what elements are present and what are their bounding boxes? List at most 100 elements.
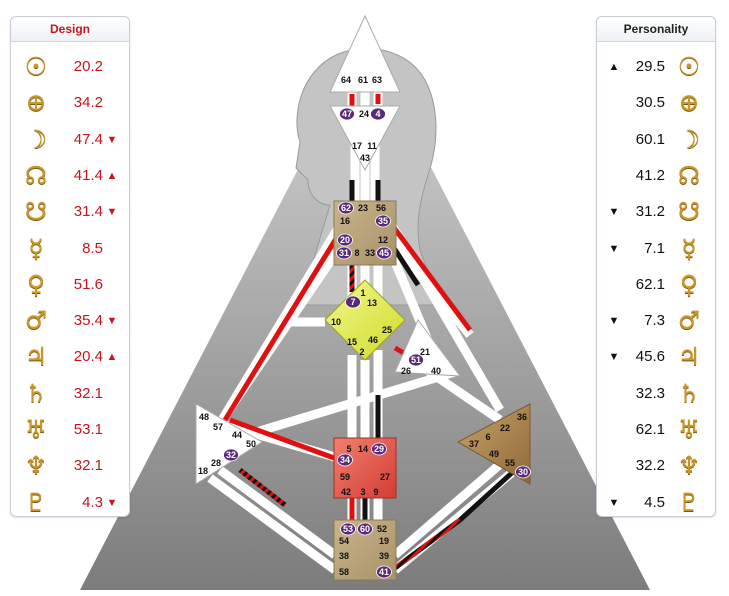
design-value: 34.2 bbox=[73, 94, 103, 112]
design-value: 47.4 bbox=[73, 130, 103, 148]
gate-25: 25 bbox=[382, 325, 392, 335]
gate-badge bbox=[375, 214, 391, 228]
gate-26: 26 bbox=[401, 366, 411, 376]
gate-49: 49 bbox=[489, 449, 499, 459]
arrow-down-icon: ▼ bbox=[106, 133, 118, 146]
personality-row: ♀62.1 bbox=[597, 267, 715, 303]
arrow-down-icon: ▼ bbox=[608, 315, 620, 328]
gate-32: 32 bbox=[226, 450, 236, 460]
moon-icon: ☽ bbox=[677, 124, 701, 154]
personality-value: 45.6 bbox=[635, 348, 665, 366]
gate-10: 10 bbox=[331, 317, 341, 327]
gate-33: 33 bbox=[365, 248, 375, 258]
gate-41: 41 bbox=[379, 567, 389, 577]
gate-42: 42 bbox=[341, 487, 351, 497]
design-row: ♀51.6 bbox=[11, 267, 129, 303]
gate-12: 12 bbox=[378, 235, 388, 245]
gate-3: 3 bbox=[360, 487, 365, 497]
gate-11: 11 bbox=[367, 141, 377, 151]
gate-29: 29 bbox=[374, 444, 384, 454]
gate-54: 54 bbox=[339, 536, 349, 546]
design-row: ☊41.4▲ bbox=[11, 158, 129, 194]
gate-15: 15 bbox=[347, 337, 357, 347]
sun-icon: ☉ bbox=[24, 52, 48, 81]
personality-value: 7.1 bbox=[644, 239, 665, 257]
gate-13: 13 bbox=[367, 298, 377, 308]
gate-4: 4 bbox=[375, 109, 380, 119]
personality-panel: Personality ☉29.5▲⊕30.5☽60.1☊41.2☋31.2▼☿… bbox=[596, 16, 716, 517]
personality-value: 32.2 bbox=[635, 457, 665, 475]
gate-5: 5 bbox=[346, 444, 351, 454]
gate-59: 59 bbox=[340, 472, 350, 482]
arrow-down-icon: ▼ bbox=[608, 496, 620, 509]
personality-row: ♇ 4.5 ▼ bbox=[597, 485, 715, 521]
gate-badge bbox=[345, 295, 361, 309]
gate-9: 9 bbox=[373, 487, 378, 497]
gate-63: 63 bbox=[372, 75, 382, 85]
neptune-icon: ♆ bbox=[677, 451, 701, 481]
gate-31: 31 bbox=[339, 248, 349, 258]
personality-row: ♅62.1 bbox=[597, 412, 715, 448]
design-value: 31.4 bbox=[73, 203, 103, 221]
arrow-down-icon: ▼ bbox=[608, 206, 620, 219]
design-row: ☋31.4▼ bbox=[11, 194, 129, 230]
gate-24: 24 bbox=[359, 109, 369, 119]
ajna-center bbox=[329, 105, 401, 172]
gate-45: 45 bbox=[379, 248, 389, 258]
design-value: 20.4 bbox=[73, 348, 103, 366]
gate-44: 44 bbox=[232, 430, 242, 440]
gate-7: 7 bbox=[350, 297, 355, 307]
gate-21: 21 bbox=[420, 347, 430, 357]
saturn-icon: ♄ bbox=[24, 378, 48, 408]
personality-value: 4.5 bbox=[644, 493, 665, 511]
saturn-icon: ♄ bbox=[677, 378, 701, 408]
gate-badge bbox=[340, 522, 356, 536]
solar-plexus-center bbox=[456, 403, 531, 485]
gate-23: 23 bbox=[358, 203, 368, 213]
gate-17: 17 bbox=[352, 141, 362, 151]
gate-64: 64 bbox=[341, 75, 351, 85]
gate-50: 50 bbox=[246, 439, 256, 449]
arrow-up-icon: ▲ bbox=[106, 169, 118, 182]
head-center bbox=[329, 14, 401, 93]
personality-row: ☿7.1▼ bbox=[597, 231, 715, 267]
personality-row: ⊕30.5 bbox=[597, 85, 715, 121]
personality-value: 29.5 bbox=[635, 58, 665, 75]
personality-row: ♄ 32.3 bbox=[597, 376, 715, 412]
personality-value: 7.3 bbox=[644, 312, 665, 330]
gate-1: 1 bbox=[360, 288, 365, 298]
gate-38: 38 bbox=[339, 551, 349, 561]
personality-row: ♃45.6▼ bbox=[597, 339, 715, 375]
gate-35: 35 bbox=[378, 216, 388, 226]
gate-badge bbox=[357, 522, 373, 536]
design-panel-title: Design bbox=[11, 17, 129, 42]
gate-43: 43 bbox=[360, 153, 370, 163]
personality-value: 62.1 bbox=[635, 421, 665, 438]
gate-20: 20 bbox=[340, 235, 350, 245]
gate-58: 58 bbox=[339, 567, 349, 577]
arrow-down-icon: ▼ bbox=[608, 242, 620, 255]
personality-row: ☽60.1 bbox=[597, 122, 715, 158]
gate-22: 22 bbox=[500, 423, 510, 433]
earth-icon: ⊕ bbox=[678, 88, 700, 118]
north-node-icon: ☊ bbox=[24, 160, 48, 190]
arrow-down-icon: ▼ bbox=[106, 206, 118, 219]
personality-row: ☋31.2▼ bbox=[597, 194, 715, 230]
venus-icon: ♀ bbox=[26, 269, 46, 299]
earth-icon: ⊕ bbox=[25, 88, 47, 118]
pluto-icon: ♇ bbox=[677, 487, 701, 517]
gate-badge bbox=[408, 353, 424, 367]
jupiter-icon: ♃ bbox=[24, 342, 48, 372]
gate-48: 48 bbox=[199, 412, 209, 422]
arrow-down-icon: ▼ bbox=[106, 315, 118, 328]
personality-value: 32.3 bbox=[635, 384, 665, 402]
gate-badge bbox=[376, 565, 392, 579]
design-row: ♄32.1 bbox=[11, 376, 129, 412]
design-row: ♆32.1 bbox=[11, 448, 129, 484]
gate-37: 37 bbox=[469, 439, 479, 449]
spleen-center bbox=[195, 403, 263, 485]
personality-panel-title: Personality bbox=[597, 17, 715, 42]
design-row: ♇4.3▼ bbox=[11, 485, 129, 521]
gate-27: 27 bbox=[380, 472, 390, 482]
